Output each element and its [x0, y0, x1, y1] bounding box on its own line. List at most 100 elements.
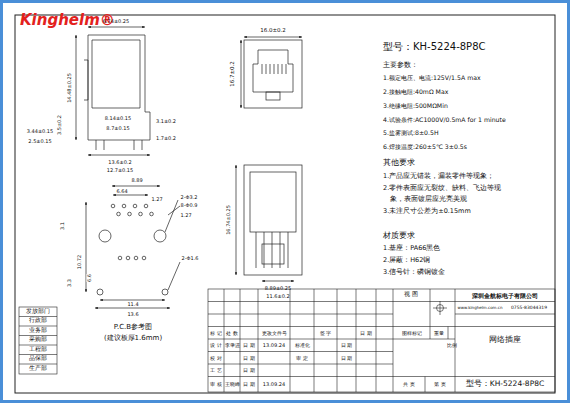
model-name: 型号：KH-5224-8P8C — [466, 380, 544, 388]
table-cell: 0755-83044319 — [511, 306, 547, 311]
table-cell: 审 定 — [296, 355, 308, 360]
model-heading: 型号：KH-5224-8P8C — [383, 42, 485, 52]
dimension: 10.72 — [77, 255, 82, 269]
dimension: 13.6 — [127, 312, 138, 317]
table-cell: 标准化 — [295, 343, 310, 348]
pin-hole — [122, 204, 126, 208]
table-cell: 签 字 — [320, 331, 332, 336]
dimension: 14.48±0.25 — [67, 73, 72, 103]
table-cell: 采购部 — [29, 338, 47, 344]
table-cell: 设 计 — [210, 343, 222, 348]
company-name: 深圳金航标电子有限公司 — [472, 292, 538, 298]
dimension: 16.74±0.25 — [226, 205, 231, 235]
dimension: 2-Φ3.2 — [181, 195, 198, 200]
drawing-frame — [15, 15, 555, 393]
dimension: 2.5±0.15 — [28, 139, 51, 144]
material-line: 3.信号针：磷铜镀金 — [383, 269, 445, 276]
dimension: 16.7±0.2 — [230, 61, 236, 87]
table-cell: 标 记 — [210, 331, 222, 336]
figure-caption: (建议板厚1.6mm) — [104, 335, 162, 342]
title-block — [208, 289, 555, 392]
table-cell: 图样标记 — [402, 331, 422, 336]
bottom-view — [236, 165, 302, 281]
note-line: 象，表面镀层应光亮美观 — [390, 196, 467, 203]
table-cell: 处 数 — [226, 331, 238, 336]
note-line: 3.未注尺寸公差为±0.15mm — [383, 208, 471, 215]
table-cell: 发放部门 — [26, 309, 50, 315]
table-cell: 13.09.24 — [263, 343, 285, 348]
dimension: 16.0±0.2 — [260, 28, 286, 34]
table-cell: 更改文件号 — [262, 331, 287, 336]
table-cell: 品保部 — [29, 357, 47, 363]
table-cell: 审 核 — [210, 382, 222, 387]
pin-hole — [111, 204, 115, 208]
dimension: 1.27 — [180, 213, 191, 218]
table-cell: 业务部 — [29, 328, 47, 334]
table-cell: 比例 — [447, 343, 457, 348]
table-cell: 日 期 — [341, 355, 353, 360]
figure-caption: P.C.B参考图 — [114, 324, 152, 331]
table-cell: 视 图 — [404, 292, 418, 298]
spec-line: 1.额定电压、电流:125V/1.5A max — [383, 75, 481, 81]
table-cell: www.kinghelm.com.cn — [457, 306, 502, 310]
table-cell: 日 期 — [243, 382, 255, 387]
table-cell: 王晓峰 — [225, 382, 240, 387]
pin-hole — [139, 212, 143, 216]
pin-hole — [128, 212, 132, 216]
spec-line: 2.接触电阻:40mΩ Max — [383, 89, 448, 95]
table-cell: 李肇进 — [225, 343, 240, 348]
dimension: 3.3 — [67, 279, 72, 287]
dimension: 1.7±0.2 — [156, 136, 176, 141]
dimension: 2-Φ1.6 — [182, 256, 199, 261]
dimension: 8.14±0.15 — [105, 116, 131, 121]
material-line: 2.屏蔽：H62铜 — [383, 257, 430, 264]
dimension: 3.44±0.15 — [27, 129, 53, 134]
dimension: 3.1±0.2 — [156, 119, 176, 124]
dimension: 8.89±0.25 — [265, 286, 291, 291]
spec-line: 5.盐雾测试:8±0.5H — [383, 130, 439, 136]
note-line: 1.产品应无错装，漏装零件等现象； — [383, 173, 494, 180]
drawing-title: 网络插座 — [489, 336, 521, 344]
spec-heading: 材质要求 — [383, 232, 415, 240]
dimension: 13.6±0.2 — [108, 160, 131, 165]
table-cell: 工 艺 — [210, 368, 222, 373]
dimension: 8.7±0.15 — [106, 126, 129, 131]
pin-hole — [142, 256, 146, 260]
table-cell: 日 期 — [341, 343, 353, 348]
pin-hole — [118, 256, 122, 260]
table-cell: 重量 — [434, 331, 444, 336]
note-line: 2.零件表面应无裂纹、缺料、飞边等现 — [383, 185, 501, 192]
dimension: 12.7±0.15 — [107, 168, 133, 173]
table-cell: 工程部 — [29, 347, 47, 353]
dimension: 11.6±0.2 — [266, 294, 289, 299]
dimension: 8.89 — [131, 178, 142, 183]
spec-line: 3.绝缘电阻:500MΩMin — [383, 103, 448, 109]
side-view — [76, 27, 150, 155]
brand-logo: Kinghelm® — [20, 13, 115, 28]
table-cell: 行政部 — [29, 319, 47, 325]
spec-heading: 主要参数： — [383, 62, 418, 69]
material-line: 1.基座：PA66黑色 — [383, 245, 440, 252]
table-cell: 日 期 — [243, 355, 255, 360]
distribution-table — [19, 307, 57, 374]
pin-hole — [150, 212, 154, 216]
table-cell: 生产部 — [29, 366, 47, 372]
pin-hole — [117, 212, 121, 216]
pin-hole — [144, 204, 148, 208]
pin-hole — [126, 256, 130, 260]
table-cell: 日 期 — [360, 331, 372, 336]
spec-heading: 其他要求 — [383, 159, 415, 167]
dimension: 1.27 — [151, 197, 162, 202]
dimension: 3.5±0.2 — [57, 115, 62, 135]
pin-hole — [133, 204, 137, 208]
dimension: 8-Φ0.9 — [181, 203, 198, 208]
table-cell: 第 页 — [434, 382, 446, 387]
table-cell: 日 期 — [243, 343, 255, 348]
pin-hole — [134, 256, 138, 260]
front-view — [241, 37, 302, 108]
table-cell: 校 对 — [210, 355, 222, 360]
dimension: 6.64 — [116, 189, 127, 194]
dimension: 6.6 — [87, 274, 92, 282]
table-cell: 共 页 — [403, 382, 415, 387]
